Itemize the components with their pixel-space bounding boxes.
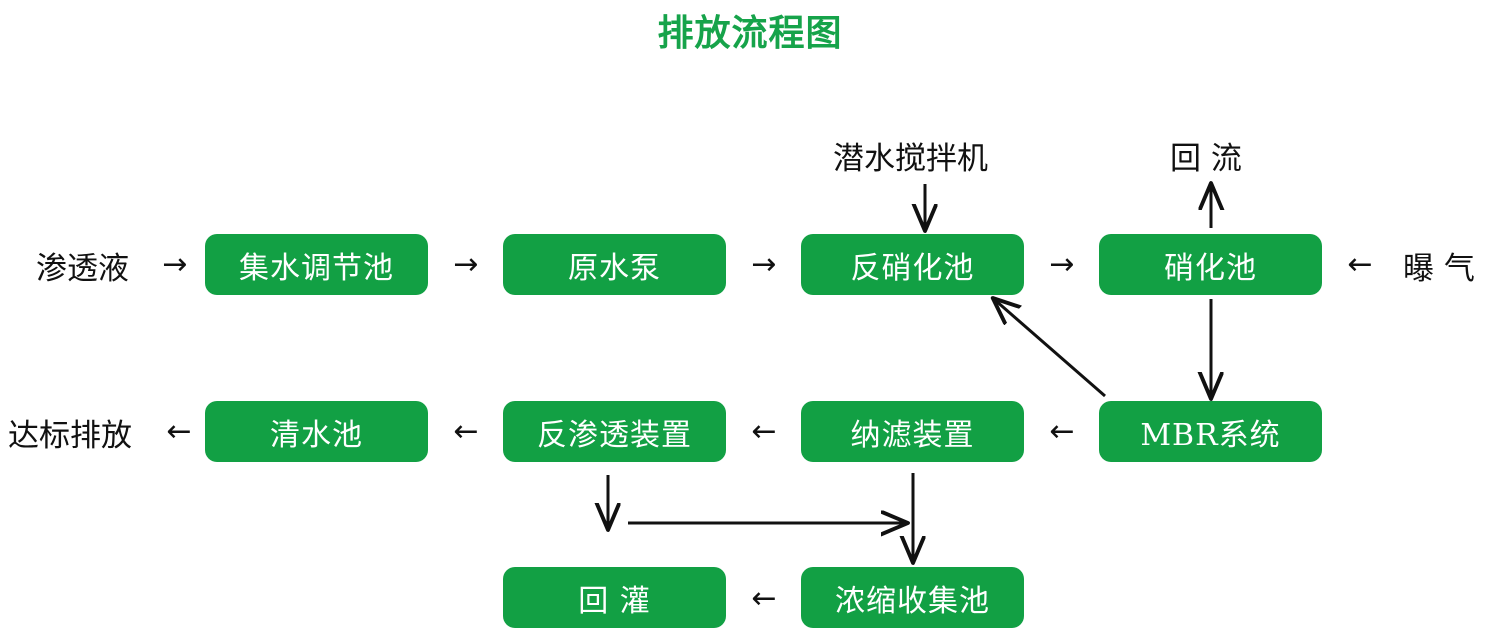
label-permeate: 渗透液 xyxy=(36,251,129,287)
node-reverse-osmosis-unit[interactable]: 反渗透装置 xyxy=(503,401,726,462)
label-compliant-discharge: 达标排放 xyxy=(8,418,132,454)
arrow-left-icon-clearwater-to-discharge: ← xyxy=(166,414,192,449)
arrow-left-icon-nanofiltration-to-ro: ← xyxy=(751,414,777,449)
arrow-left-icon-mbr-to-nanofiltration: ← xyxy=(1049,414,1075,449)
label-aeration: 曝 气 xyxy=(1403,251,1475,287)
arrow-left-icon-aeration-to-nitrification: ← xyxy=(1347,247,1373,282)
node-mbr-system[interactable]: MBR系统 xyxy=(1099,401,1322,462)
node-denitrification-tank[interactable]: 反硝化池 xyxy=(801,234,1024,295)
arrow-left-icon-ro-to-clearwater: ← xyxy=(453,414,479,449)
node-nanofiltration-unit[interactable]: 纳滤装置 xyxy=(801,401,1024,462)
node-raw-water-pump[interactable]: 原水泵 xyxy=(503,234,726,295)
arrow-right-icon-denitrification-to-nitrification: → xyxy=(1049,247,1075,282)
node-backfill[interactable]: 回 灌 xyxy=(503,567,726,628)
node-clear-water-tank[interactable]: 清水池 xyxy=(205,401,428,462)
page-title: 排放流程图 xyxy=(657,13,843,54)
arrow-mbr-to-denitrification xyxy=(995,300,1106,398)
arrow-right-icon-tank-to-pump: → xyxy=(453,247,479,282)
label-reflux: 回 流 xyxy=(1170,141,1242,177)
node-collection-regulation-tank[interactable]: 集水调节池 xyxy=(205,234,428,295)
arrow-left-icon-concentrate-to-backfill: ← xyxy=(751,581,777,616)
label-submersible-mixer: 潜水搅拌机 xyxy=(833,141,988,177)
arrow-right-icon-permeate-to-tank: → xyxy=(162,247,188,282)
arrow-right-icon-pump-to-denitrification: → xyxy=(751,247,777,282)
node-nitrification-tank[interactable]: 硝化池 xyxy=(1099,234,1322,295)
node-concentrate-collection-tank[interactable]: 浓缩收集池 xyxy=(801,567,1024,628)
